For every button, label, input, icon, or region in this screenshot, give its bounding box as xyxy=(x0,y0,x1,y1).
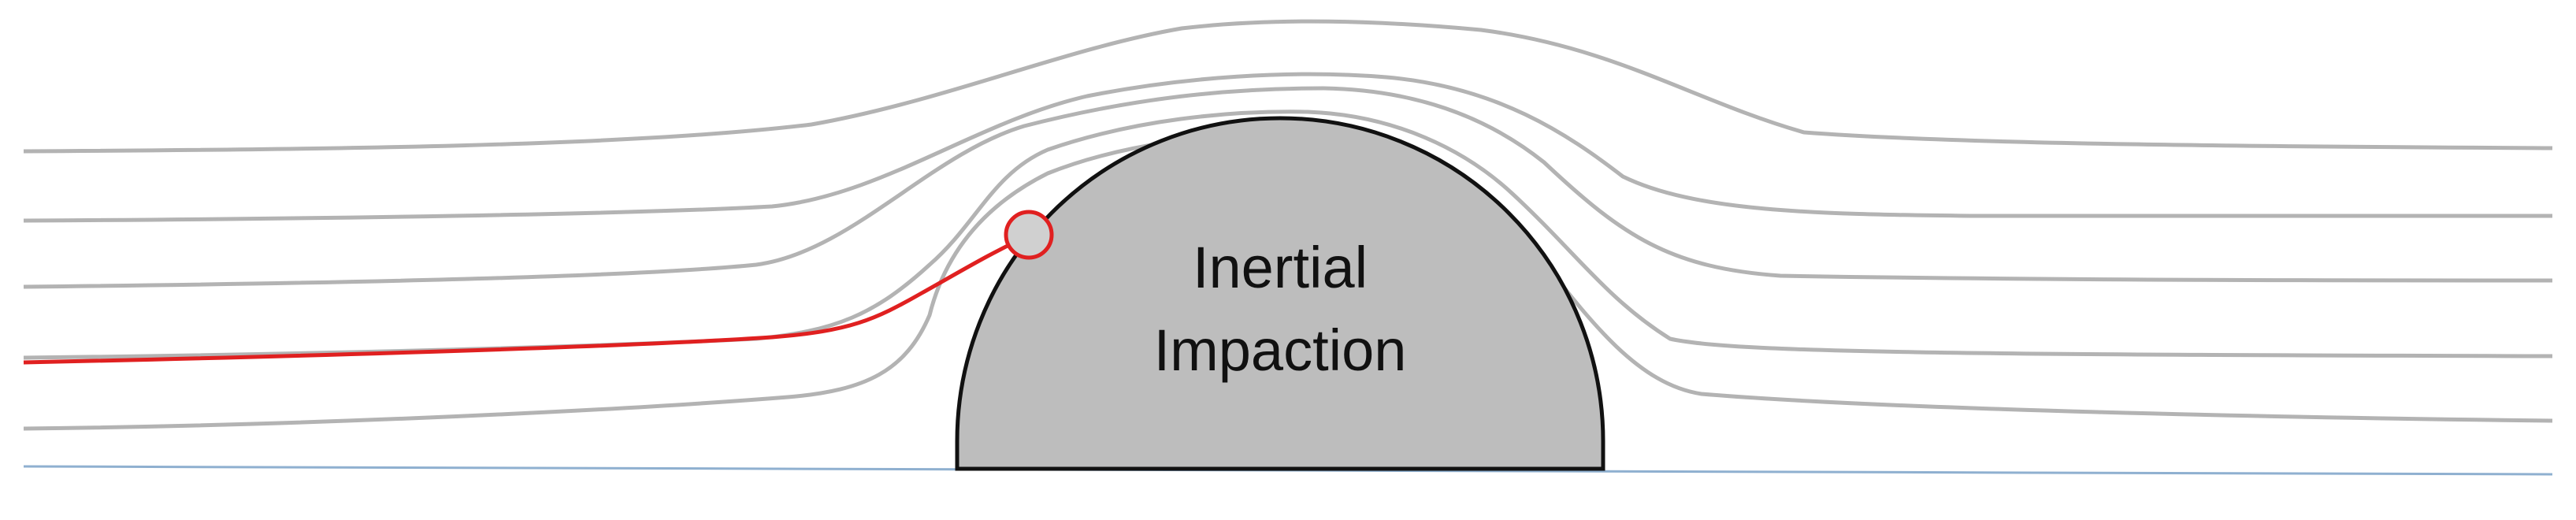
streamline xyxy=(23,86,2553,289)
particle-trajectory xyxy=(23,236,1026,365)
particle xyxy=(1004,210,1054,260)
streamline xyxy=(23,72,2552,223)
collector-dome xyxy=(955,116,1605,471)
streamline xyxy=(23,19,2553,154)
label-inertial: Inertial xyxy=(1193,235,1368,300)
label-impaction: Impaction xyxy=(1154,318,1407,383)
